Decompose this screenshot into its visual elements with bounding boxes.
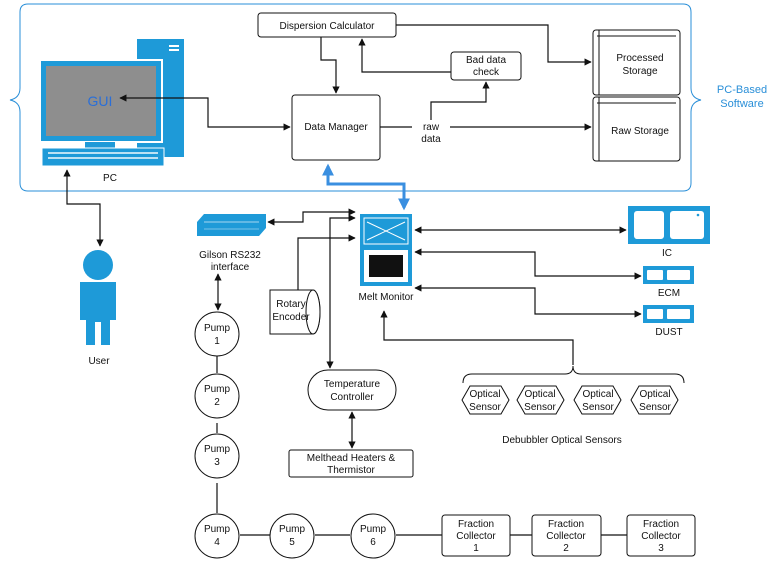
pump-label: Pump [279,524,306,535]
temperature-controller-box [307,369,397,411]
meltmonitor-temperature-link [326,214,356,369]
gui-label: GUI [88,93,113,109]
optical-sensor-4 [630,385,679,415]
badcheck-to-dispersion-link [358,38,451,73]
raw-data-label: raw [423,122,440,133]
encoder-meltmonitor-link [297,234,356,290]
rotary-encoder-label-2: Encoder [272,312,310,323]
optical-sensor-label-2: Sensor [582,402,614,413]
optical-sensor-label: Optical [469,389,500,400]
rotary-encoder-label: Rotary [276,299,305,310]
pump-label: Pump [360,524,387,535]
fraction-collector-label-2: Collector [456,531,496,542]
processed-storage-label: Processed [616,53,663,64]
ic-label: IC [662,248,672,259]
user-icon [80,250,116,345]
ecm-device [643,266,694,284]
data-manager-label: Data Manager [304,122,368,133]
rotary-encoder-cylinder [269,289,321,335]
optical-sensor-1 [461,385,510,415]
melt-monitor-label: Melt Monitor [358,292,414,303]
bad-data-check-label: Bad data [466,55,506,66]
dispersion-calculator-label: Dispersion Calculator [279,21,375,32]
gilson-label-2: interface [211,262,250,273]
software-group-label-2: Software [720,98,763,110]
optical-sensors-bracket [462,365,685,384]
pump-number: 3 [214,457,220,468]
pump-number: 4 [214,537,220,548]
dispersion-to-processed-link [396,24,592,66]
fraction-collector-1 [441,514,511,557]
gui-data-manager-link [119,94,291,131]
optical-sensor-2 [516,385,565,415]
pc-user-link [63,169,104,247]
melthead-label: Melthead Heaters & [307,453,396,464]
pump-chain-line [216,356,627,536]
fraction-collector-number: 2 [563,543,569,554]
optical-sensor-label-2: Sensor [639,402,671,413]
optical-meltmonitor-link [380,310,574,365]
pc-computer [39,39,184,167]
optical-sensor-label: Optical [524,389,555,400]
pump-label: Pump [204,384,231,395]
dispersion-to-manager-link [320,37,340,94]
ecm-label: ECM [658,288,680,299]
melt-monitor-device [360,214,412,286]
raw-data-label-2: data [421,134,441,145]
rawdata-to-badcheck-link [430,81,490,120]
gilson-interface-device [197,214,266,236]
pump-label: Pump [204,323,231,334]
fraction-collector-number: 1 [473,543,479,554]
raw-storage-cylinder [592,96,681,162]
optical-sensor-label: Optical [639,389,670,400]
gilson-meltmonitor-link [267,208,356,226]
pump-number: 2 [214,397,220,408]
dust-device [643,305,694,323]
pump-3 [194,433,240,479]
pump-label: Pump [204,444,231,455]
pump-2 [194,373,240,419]
meltmonitor-ecm-link [414,248,642,280]
fraction-collector-label: Fraction [548,519,584,530]
optical-sensor-label: Optical [582,389,613,400]
processed-storage-label-2: Storage [622,66,657,77]
bad-data-check-label-2: check [473,67,500,78]
fraction-collector-label: Fraction [643,519,679,530]
pump-label: Pump [204,524,231,535]
software-group-brace [9,3,702,192]
melthead-label-2: Thermistor [327,465,375,476]
fraction-collector-3 [626,514,696,557]
melthead-box [288,449,414,478]
optical-sensor-3 [573,385,622,415]
manager-meltmonitor-link [322,163,410,211]
bad-data-check-box [450,51,522,81]
meltmonitor-dust-link [414,284,642,318]
temperature-controller-label: Temperature [324,379,381,390]
processed-storage-cylinder [592,29,681,96]
user-label: User [88,356,110,367]
pump-1 [194,311,240,357]
fraction-collector-2 [531,514,602,557]
pc-label: PC [103,173,117,184]
optical-sensors-caption: Debubbler Optical Sensors [502,435,622,446]
ic-device [628,206,710,244]
optical-sensor-label-2: Sensor [469,402,501,413]
software-group-label: PC-Based [717,84,767,96]
fraction-collector-number: 3 [658,543,664,554]
pump-6 [350,513,396,559]
pump-number: 1 [214,336,220,347]
raw-storage-label: Raw Storage [611,126,669,137]
fraction-collector-label: Fraction [458,519,494,530]
optical-sensor-label-2: Sensor [524,402,556,413]
pump-number: 5 [289,537,295,548]
temperature-controller-label-2: Controller [330,392,374,403]
dust-label: DUST [655,327,682,338]
gilson-label: Gilson RS232 [199,250,261,261]
pump-5 [269,513,315,559]
fraction-collector-label-2: Collector [546,531,586,542]
fraction-collector-label-2: Collector [641,531,681,542]
pump-4 [194,513,240,559]
pump-number: 6 [370,537,376,548]
